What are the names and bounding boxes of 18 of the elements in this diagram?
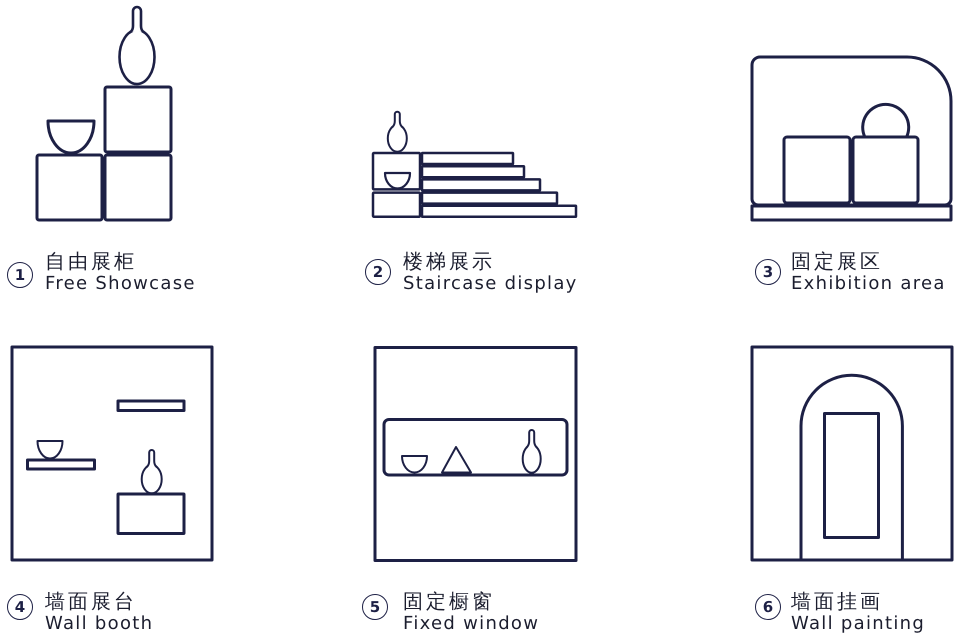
circled-number: 6 — [755, 594, 781, 620]
caption-subtitle: Wall booth — [45, 615, 154, 633]
circled-number: 2 — [365, 259, 391, 285]
caption-subtitle: Wall painting — [791, 615, 926, 633]
caption-subtitle: Exhibition area — [791, 275, 946, 293]
caption-subtitle: Staircase display — [403, 275, 578, 293]
circled-number: 1 — [7, 262, 33, 288]
caption-title: 墙面展台 — [45, 591, 137, 611]
caption-subtitle: Fixed window — [403, 615, 540, 633]
caption-title: 固定展区 — [791, 251, 883, 271]
caption-title: 楼梯展示 — [403, 251, 495, 271]
caption-title: 自由展柜 — [45, 251, 137, 271]
caption-title: 墙面挂画 — [791, 591, 883, 611]
caption-subtitle: Free Showcase — [45, 275, 196, 293]
caption-title: 固定橱窗 — [403, 591, 495, 611]
circled-number: 5 — [362, 594, 388, 620]
circled-number: 3 — [755, 259, 781, 285]
circled-number: 4 — [7, 594, 33, 620]
